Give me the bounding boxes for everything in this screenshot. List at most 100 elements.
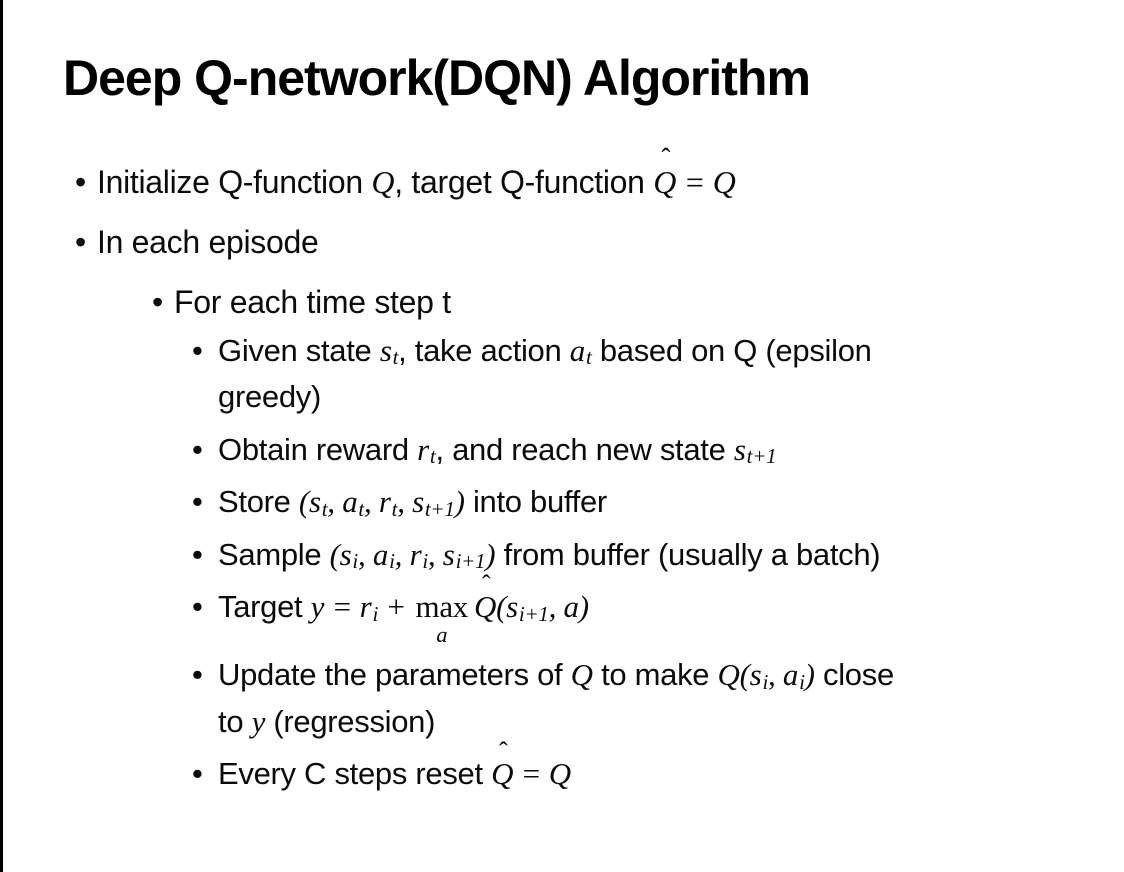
math-segment: t+1 <box>746 444 777 469</box>
math-segment: a <box>342 484 358 519</box>
math-segment: i <box>762 669 768 694</box>
text-segment: based on Q (epsilon <box>591 332 872 368</box>
math-segment: r <box>409 536 422 572</box>
math-segment: r <box>378 484 391 519</box>
math-segment: Q <box>717 657 740 693</box>
math-segment: , <box>327 484 343 519</box>
math-segment: s <box>506 589 518 624</box>
slide-title: Deep Q-network(DQN) Algorithm <box>63 50 811 106</box>
math-segment: ) <box>454 484 465 519</box>
math-segment: i <box>422 549 428 574</box>
bullet-item: •In each episode <box>75 218 1106 266</box>
math-segment: t <box>358 496 364 521</box>
bullet-icon: • <box>192 431 203 467</box>
math-segment: i <box>352 549 358 574</box>
text-segment: Obtain reward <box>218 431 418 467</box>
text-segment: Given state <box>218 332 380 368</box>
math-segment: , <box>768 657 783 693</box>
math-segment: ( <box>739 657 750 693</box>
math-segment: s <box>412 484 424 519</box>
text-segment: Initialize Q-function <box>97 163 372 200</box>
text-segment: into buffer <box>464 484 607 519</box>
text-segment: to <box>218 703 252 739</box>
math-segment: Q <box>570 657 593 693</box>
math-segment: , <box>357 536 373 572</box>
math-segment: t <box>321 496 328 521</box>
bullet-list: •Initialize Q-function Q, target Q-funct… <box>63 143 1106 798</box>
text-segment: , take action <box>398 332 570 368</box>
math-segment: t <box>429 444 436 469</box>
math-segment: + <box>378 589 414 624</box>
text-segment: Update the parameters of <box>218 657 571 693</box>
math-segment: s <box>442 536 455 572</box>
math-segment: t <box>585 345 592 370</box>
text-segment: from buffer (usually a batch) <box>495 536 881 572</box>
bullet-item: • For each time step t <box>152 278 1106 326</box>
math-segment: a <box>372 536 389 572</box>
math-segment: r <box>359 589 372 624</box>
math-segment: i <box>389 549 395 574</box>
math-segment: = <box>324 589 360 624</box>
text-segment: close <box>814 657 894 693</box>
math-segment: ( <box>496 589 507 624</box>
bullet-item: •Sample (si, ai, ri, si+1) from buffer (… <box>192 532 1106 579</box>
math-segment: a <box>569 332 586 368</box>
text-segment: greedy) <box>218 379 322 414</box>
text-segment: For each time step t <box>174 283 451 320</box>
text-segment: , and reach new state <box>435 431 734 467</box>
text-segment: Store <box>218 484 299 519</box>
math-segment: s <box>749 657 762 693</box>
math-segment: s <box>339 536 352 572</box>
math-segment: i <box>799 669 805 694</box>
math-segment: , <box>394 536 410 572</box>
math-segment: ( <box>329 536 340 572</box>
text-segment: Target <box>218 589 311 624</box>
math-segment: ) <box>485 536 496 572</box>
bullet-icon: • <box>192 536 203 572</box>
math-segment: , <box>363 484 379 519</box>
bullet-icon: • <box>75 163 86 200</box>
math-segment: t+1 <box>424 496 455 521</box>
math-segment: i+1 <box>455 549 486 574</box>
math-segment: = Q <box>676 163 736 200</box>
math-segment: ) <box>578 589 589 624</box>
bullet-item: •Update the parameters of Q to make Q(si… <box>192 652 1106 745</box>
math-segment: a <box>782 657 799 693</box>
math-segment: = Q <box>513 756 571 792</box>
math-segment: i+1 <box>518 601 549 626</box>
math-segment: , <box>397 484 413 519</box>
math-segment: i <box>372 601 378 626</box>
math-segment: s <box>733 431 746 467</box>
math-segment: ) <box>804 657 815 693</box>
text-segment: to make <box>592 657 718 693</box>
math-segment: Q <box>371 163 395 200</box>
text-segment: In each episode <box>97 223 319 260</box>
text-segment: Every C steps reset <box>218 756 492 792</box>
bullet-item: •Given state st, take action at based on… <box>192 328 1106 421</box>
math-segment: , <box>427 536 443 572</box>
bullet-icon: • <box>192 756 203 792</box>
text-segment: Sample <box>218 536 330 572</box>
bullet-icon: • <box>152 283 163 320</box>
math-segment: a <box>563 589 580 624</box>
bullet-item: •Store (st, at, rt, st+1) into buffer <box>192 479 1106 526</box>
bullet-icon: • <box>192 657 203 693</box>
bullet-icon: • <box>192 589 203 624</box>
math-segment: s <box>308 484 321 519</box>
math-segment: r <box>417 431 429 467</box>
slide-left-border-line <box>0 0 3 872</box>
math-segment: y <box>251 703 266 739</box>
math-segment: , <box>548 589 564 624</box>
math-segment: t <box>391 496 398 521</box>
math-segment: ( <box>298 484 309 519</box>
bullet-item: •Initialize Q-function Q, target Q-funct… <box>75 143 1106 206</box>
bullet-icon: • <box>192 332 203 368</box>
math-segment: y <box>310 589 325 624</box>
text-segment: (regression) <box>265 703 436 739</box>
